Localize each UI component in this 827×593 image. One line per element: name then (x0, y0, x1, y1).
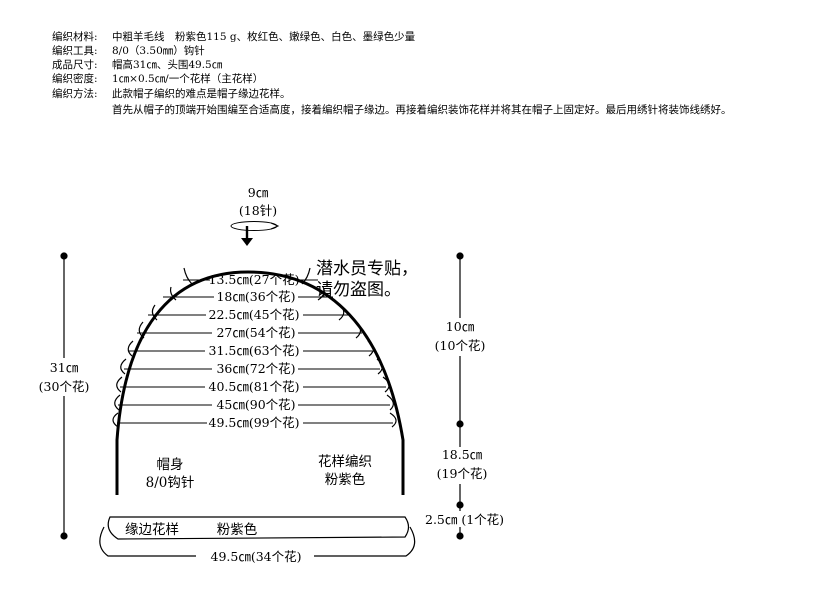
row-label: 27㎝(54个花) (216, 325, 295, 340)
bottom-measure-label: 49.5㎝(34个花) (211, 549, 302, 564)
edge-pattern-label: 缘边花样 (125, 522, 179, 538)
info-value: 1㎝×0.5㎝/一个花样（主花样） (112, 73, 264, 85)
info-line-density: 编织密度: 1㎝×0.5㎝/一个花样（主花样） (52, 72, 263, 86)
row-labels: 13.5㎝(27个花) 18㎝(36个花) 22.5㎝(45个花) 27㎝(54… (209, 272, 300, 430)
info-value: 中粗羊毛线 粉紫色115 g、枚红色、嫩绿色、白色、墨绿色少量 (112, 31, 416, 43)
row-label: 31.5㎝(63个花) (209, 343, 300, 358)
right-bottom-label: 2.5㎝ (1个花) (425, 512, 504, 527)
row-label: 40.5㎝(81个花) (209, 379, 300, 394)
method-detail: 首先从帽子的顶端开始围编至合适高度，接着编织帽子缘边。再接着编织装饰花样并将其在… (112, 104, 732, 116)
row-label: 18㎝(36个花) (216, 289, 295, 304)
edge-color-label: 粉紫色 (217, 521, 258, 538)
body-label: 帽身 (157, 457, 184, 473)
right-mid-flowers-label: (19个花) (437, 466, 488, 481)
hook-label: 8/0钩针 (146, 475, 195, 491)
brim-band (107, 516, 410, 540)
right-mid-cm-label: 18.5㎝ (442, 447, 483, 462)
info-line-material: 编织材料: 中粗羊毛线 粉紫色115 g、枚红色、嫩绿色、白色、墨绿色少量 (52, 30, 415, 44)
row-label: 36㎝(72个花) (216, 361, 295, 376)
info-line-method: 编织方法: 此款帽子编织的难点是帽子缘边花样。 (52, 87, 291, 101)
top-cm-label: 9㎝ (248, 185, 269, 200)
row-label: 22.5㎝(45个花) (209, 307, 300, 322)
row-label: 13.5㎝(27个花) (209, 272, 300, 287)
row-label: 45㎝(90个花) (216, 397, 295, 412)
row-lines-right (298, 279, 393, 424)
row-label: 49.5㎝(99个花) (209, 415, 300, 430)
row-lines-left (117, 279, 214, 424)
info-line-tools: 编织工具: 8/0（3.50㎜）钩针 (52, 44, 205, 58)
info-label: 成品尺寸: (52, 59, 98, 71)
rotation-arrow-icon (230, 221, 278, 231)
info-line-size: 成品尺寸: 帽高31㎝、头围49.5㎝ (52, 58, 222, 72)
info-value: 此款帽子编织的难点是帽子缘边花样。 (112, 88, 291, 100)
right-top-flowers-label: (10个花) (435, 338, 486, 353)
info-label: 编织方法: (52, 88, 98, 100)
right-top-cm-label: 10㎝ (446, 319, 475, 334)
info-label: 编织材料: (52, 31, 98, 43)
watermark-line-1: 潜水员专贴， (316, 259, 418, 279)
color-label: 粉紫色 (325, 471, 366, 488)
top-stitch-label: (18针) (239, 203, 277, 218)
info-value: 帽高31㎝、头围49.5㎝ (112, 59, 223, 71)
info-label: 编织密度: (52, 73, 98, 85)
bottom-bracket (99, 526, 416, 557)
left-scallops (112, 267, 193, 428)
watermark-line-2: 请勿盗图。 (316, 280, 401, 300)
pattern-label: 花样编织 (318, 454, 372, 470)
left-cm-label: 31㎝ (50, 360, 79, 375)
left-flowers-label: (30个花) (39, 379, 90, 394)
info-value: 8/0（3.50㎜）钩针 (112, 45, 205, 57)
info-label: 编织工具: (52, 45, 98, 57)
right-scallops (301, 267, 397, 428)
